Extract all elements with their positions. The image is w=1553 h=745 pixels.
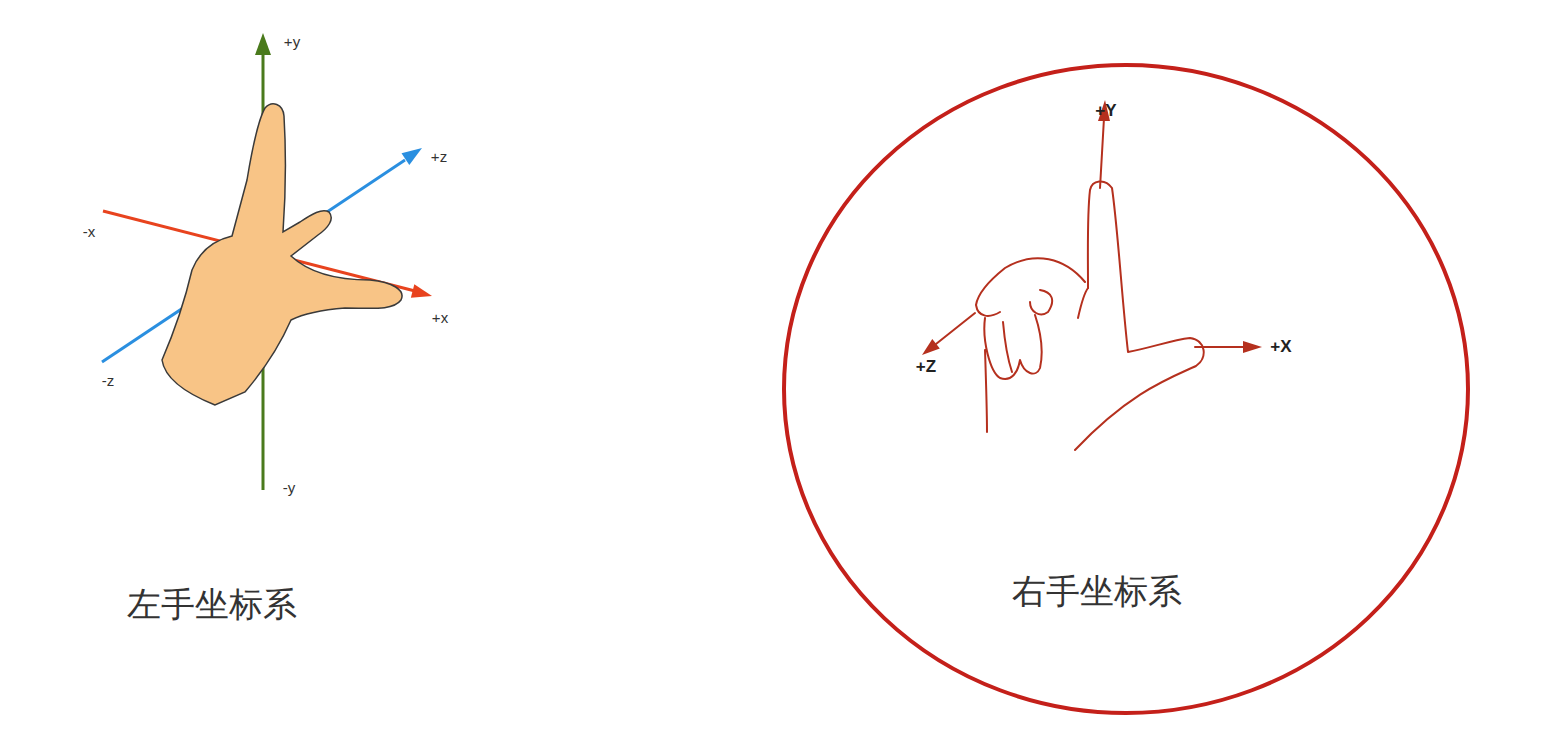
right-hand-drawing: [936, 118, 1245, 450]
axis-label: +y: [284, 34, 300, 51]
arrow-head: [1243, 341, 1262, 353]
right-hand: [1075, 181, 1204, 450]
arrow-head: [411, 284, 432, 298]
y-axis: [1100, 118, 1104, 188]
arrow-head: [255, 33, 271, 55]
axis-label: -y: [283, 480, 296, 497]
x-axis: [1195, 346, 1245, 348]
axis-label: -z: [102, 373, 115, 390]
node-title: 右手坐标系: [1012, 573, 1182, 610]
axis-label: +x: [432, 310, 448, 327]
axis-label: -x: [83, 224, 96, 241]
axis-label: +X: [1270, 338, 1291, 357]
axis-label: +Z: [916, 358, 936, 377]
circle-node: 右手坐标系: [781, 62, 1471, 716]
z-axis: [936, 313, 975, 344]
circle-outline: [781, 62, 1471, 716]
system-title: 左手坐标系: [127, 586, 297, 623]
left-hand: [162, 104, 402, 405]
circle-outline: [784, 65, 1468, 713]
axis-label: +Y: [1095, 102, 1116, 121]
axis-label: +z: [431, 149, 447, 166]
right-fingers: [976, 258, 1088, 432]
arrow-head: [922, 339, 940, 355]
left-axes: [102, 33, 432, 490]
arrow-head: [402, 148, 423, 165]
